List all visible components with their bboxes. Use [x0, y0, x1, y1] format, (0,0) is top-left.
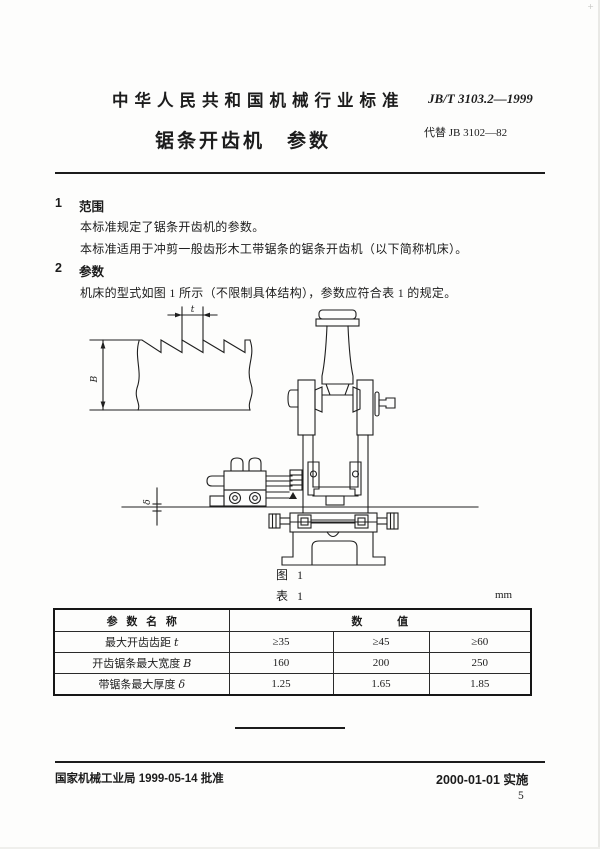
thickness-dimension: δ: [143, 487, 162, 526]
scan-artifact: +: [587, 2, 594, 11]
section-2-number: 2: [55, 261, 62, 275]
param-value: ≥45: [332, 631, 430, 653]
adjust-knob: [374, 391, 396, 417]
footer-rule: [55, 761, 545, 763]
section-1-paragraph: 本标准规定了锯条开齿机的参数。: [80, 220, 265, 234]
section-1-paragraph: 本标准适用于冲剪一般齿形木工带锯条的锯条开齿机（以下简称机床）。: [80, 242, 468, 256]
table-unit: mm: [495, 589, 513, 601]
param-value: 160: [228, 652, 334, 674]
param-value: 1.65: [332, 673, 430, 696]
machine-base: [281, 531, 386, 566]
param-name: 带锯条最大厚度: [98, 679, 176, 691]
standard-org-title: 中华人民共和国机械行业标准: [112, 92, 405, 110]
param-value: 1.85: [428, 673, 532, 696]
section-2-paragraph: 机床的型式如图 1 所示（不限制具体结构），参数应符合表 1 的规定。: [80, 286, 457, 300]
param-value: 1.25: [228, 673, 334, 696]
value-header: 数 值: [351, 615, 425, 628]
scan-edge-bottom: [0, 847, 600, 849]
implementation-note: 2000-01-01 实施: [436, 773, 529, 787]
param-symbol: B: [183, 657, 192, 670]
param-name: 开齿锯条最大宽度: [92, 658, 181, 670]
slide-assembly: [268, 512, 399, 533]
page-number: 5: [518, 790, 524, 802]
left-boss: [287, 389, 299, 408]
feed-clamp: [206, 457, 303, 507]
param-value: ≥35: [228, 631, 334, 653]
section-2-heading: 参数: [79, 265, 105, 279]
approval-note: 国家机械工业局 1999-05-14 批准: [55, 773, 224, 785]
param-value: 200: [332, 652, 430, 674]
param-symbol: t: [174, 636, 179, 649]
scan-edge-right: [598, 0, 600, 849]
tooth-setting-machine: δ: [121, 309, 479, 566]
section-1-number: 1: [55, 196, 62, 210]
saw-blade-detail: B t: [89, 305, 253, 411]
param-value: 250: [428, 652, 532, 674]
param-symbol: δ: [178, 678, 186, 691]
param-name: 最大开齿齿距: [105, 637, 172, 649]
standard-code: JB/T 3103.2—1999: [428, 91, 533, 106]
section-1-heading: 范围: [79, 200, 105, 214]
replaces-note: 代替 JB 3102—82: [424, 127, 508, 139]
param-value: ≥60: [428, 631, 532, 653]
figure-caption: 图 1: [276, 568, 307, 582]
width-label: B: [90, 375, 100, 383]
table-header-row: 参 数 名 称 数 值: [53, 608, 532, 632]
document-title: 锯条开齿机 参数: [155, 131, 332, 152]
header-rule: [55, 172, 545, 174]
figure-1-drawing: B t: [60, 300, 540, 570]
thickness-label: δ: [143, 499, 153, 504]
table-caption: 表 1: [276, 589, 307, 603]
param-name-header: 参 数 名 称: [106, 615, 180, 628]
end-of-text-rule: [235, 727, 345, 729]
pitch-label: t: [191, 305, 195, 315]
